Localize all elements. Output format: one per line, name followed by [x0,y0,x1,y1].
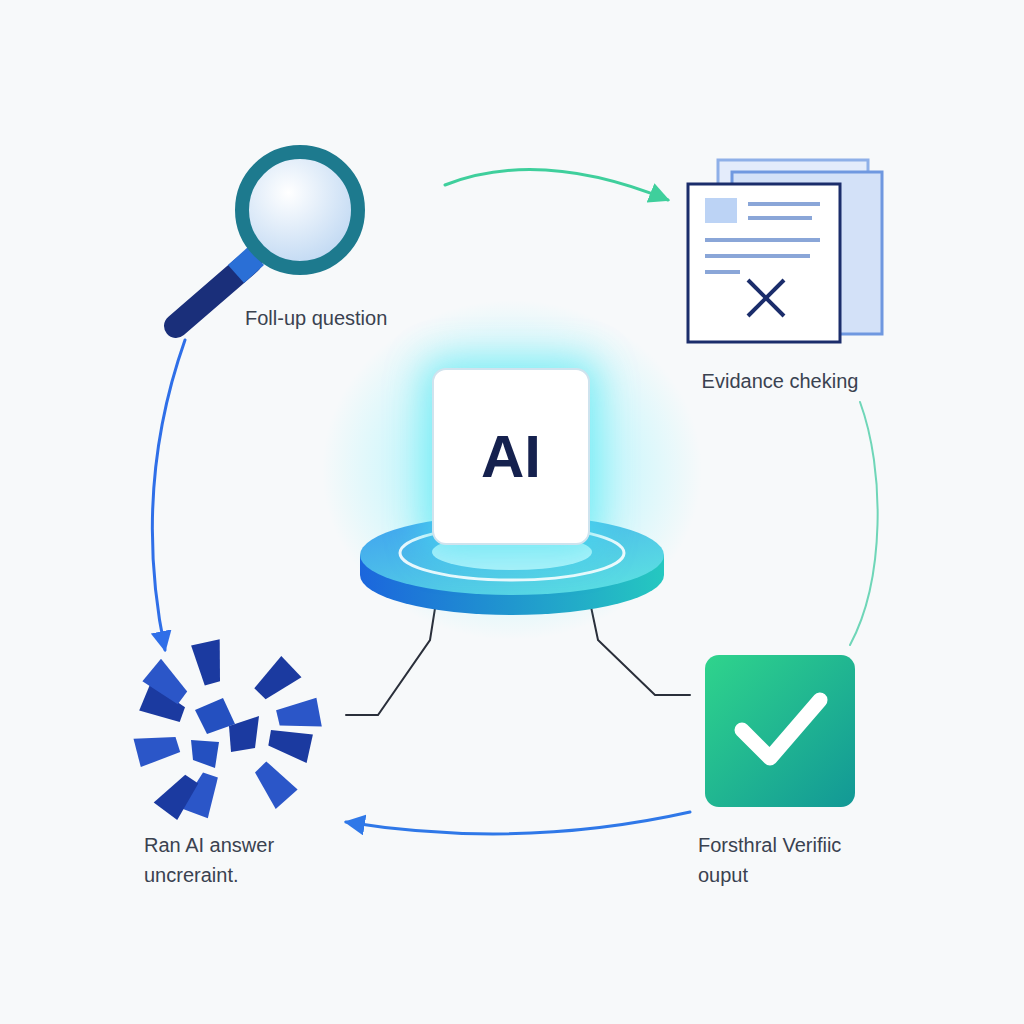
check-icon [705,655,855,807]
node-label: Forsthral Verifiic ouput [698,830,868,890]
fragment [191,639,220,685]
question-node: Foll-up question [150,140,445,340]
raw-answer-node: Ran AI answer uncreraint. [128,650,346,896]
document-icon [688,160,882,342]
fragment [142,659,187,705]
fragment [255,761,298,809]
glow [322,300,702,640]
connector [850,402,878,645]
node-label: Foll-up question [245,303,387,333]
ai-label: AI [481,422,541,491]
node-label: Evidance cheking [668,366,892,396]
connector [152,340,185,650]
node-label: Ran AI answer uncreraint. [144,830,324,890]
fragment [229,716,259,752]
evidence-node: Evidance cheking [668,140,898,402]
connector [346,812,690,834]
broken-circle-icon [134,639,322,820]
ai-card: AI [432,368,590,545]
fragment [195,698,235,734]
connector [445,170,668,200]
fragment [134,737,181,767]
verified-output-node: Forsthral Verifiic ouput [690,645,875,896]
fragment [254,656,301,699]
fragment [154,775,199,820]
fragment [276,698,322,727]
fragment [191,740,219,768]
fragment [268,730,313,763]
magnifier-icon [176,152,358,326]
